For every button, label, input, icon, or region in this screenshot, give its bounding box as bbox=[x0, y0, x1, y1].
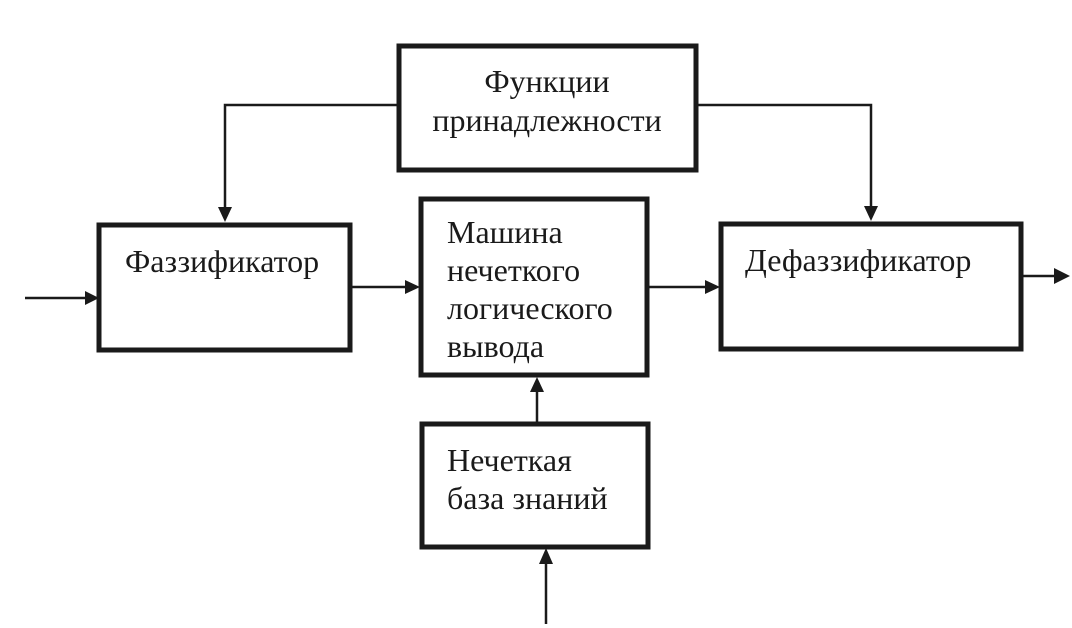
inference-engine-box bbox=[418, 196, 650, 378]
fuzzifier-label: Фаззификатор bbox=[125, 243, 319, 279]
fuzzifier-block: Фаззификатор bbox=[96, 222, 353, 353]
defuzzifier-box bbox=[718, 221, 1024, 352]
inference-engine-label-4: вывода bbox=[447, 328, 544, 364]
knowledge-base-box bbox=[419, 421, 651, 550]
membership-to-defuzzifier-arrow bbox=[696, 103, 878, 221]
inference-to-defuzzifier-arrow bbox=[647, 280, 720, 294]
inference-engine-label-2: нечеткого bbox=[447, 252, 580, 288]
membership-functions-label-1: Функции bbox=[484, 63, 609, 99]
inference-engine-block: Машина нечеткого логического вывода bbox=[418, 196, 650, 378]
membership-functions-label-2: принадлежности bbox=[432, 102, 661, 138]
knowledge-base-block: Нечеткая база знаний bbox=[419, 421, 651, 550]
defuzzifier-label: Дефаззификатор bbox=[745, 242, 971, 278]
knowledge-base-label-1: Нечеткая bbox=[447, 442, 572, 478]
inference-engine-label-3: логического bbox=[447, 290, 613, 326]
fuzzifier-to-inference-arrow bbox=[350, 280, 420, 294]
knowledge-to-inference-arrow bbox=[530, 377, 544, 424]
inference-engine-label-1: Машина bbox=[447, 214, 563, 250]
output-arrow bbox=[1021, 268, 1070, 284]
fuzzifier-box bbox=[96, 222, 353, 353]
defuzzifier-block: Дефаззификатор bbox=[718, 221, 1024, 352]
input-arrow bbox=[25, 291, 99, 305]
membership-to-fuzzifier-arrow bbox=[218, 103, 399, 222]
membership-functions-box bbox=[396, 43, 699, 173]
knowledge-base-label-2: база знаний bbox=[447, 480, 608, 516]
knowledge-input-arrow bbox=[539, 548, 553, 624]
membership-functions-block: Функции принадлежности bbox=[396, 43, 699, 173]
